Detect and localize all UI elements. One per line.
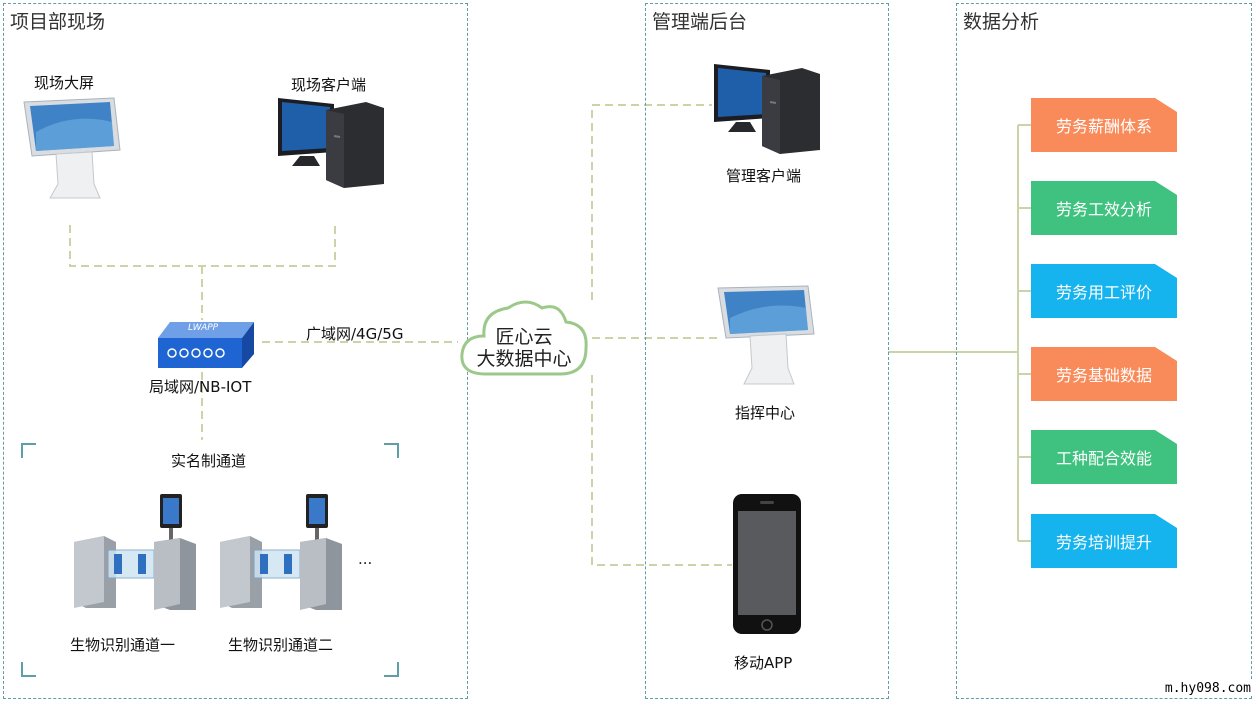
wan-label: 广域网/4G/5G xyxy=(306,325,404,343)
analysis-item-label: 工种配合效能 xyxy=(1055,449,1152,468)
channel-title: 实名制通道 xyxy=(171,452,247,470)
analysis-item-basic-data: 劳务基础数据 xyxy=(1031,347,1177,401)
analysis-item-training: 劳务培训提升 xyxy=(1031,514,1177,568)
router-brand-text: LWAPP xyxy=(188,323,219,333)
analysis-item-trade-coordination: 工种配合效能 xyxy=(1031,430,1177,484)
mobile-phone-icon xyxy=(733,494,801,634)
management-client-pc-icon xyxy=(714,64,820,154)
management-client-label: 管理客户端 xyxy=(726,167,802,185)
analysis-item-evaluation: 劳务用工评价 xyxy=(1031,264,1177,318)
watermark: m.hy098.com xyxy=(1162,681,1253,696)
lan-label: 局域网/NB-IOT xyxy=(149,378,252,396)
gate-2-icon xyxy=(220,494,342,610)
analysis-item-salary: 劳务薪酬体系 xyxy=(1031,98,1177,152)
gate-2-label: 生物识别通道二 xyxy=(228,636,334,654)
cloud-line2: 大数据中心 xyxy=(476,348,572,370)
analysis-item-label: 劳务工效分析 xyxy=(1055,200,1152,219)
site-client-label: 现场客户端 xyxy=(291,76,367,94)
screen-label: 现场大屏 xyxy=(34,74,95,92)
channel-corner-bl xyxy=(21,662,36,677)
analysis-item-label: 劳务用工评价 xyxy=(1055,283,1152,302)
analysis-item-label: 劳务基础数据 xyxy=(1055,366,1152,385)
gate-1-label: 生物识别通道一 xyxy=(70,636,176,654)
backend-panel xyxy=(645,3,889,699)
cloud-icon xyxy=(460,300,588,376)
site-panel-title: 项目部现场 xyxy=(10,11,106,33)
command-center-kiosk-icon xyxy=(717,285,815,385)
line-cloud-app xyxy=(591,375,732,566)
analysis-item-label: 劳务薪酬体系 xyxy=(1055,117,1152,136)
analysis-panel xyxy=(956,3,1252,699)
analysis-item-label: 劳务培训提升 xyxy=(1055,533,1152,552)
more-gates-ellipsis: ... xyxy=(358,550,373,568)
line-cloud-backend xyxy=(591,104,712,300)
backend-panel-title: 管理端后台 xyxy=(652,11,748,33)
cloud-line1: 匠心云 xyxy=(495,326,553,348)
channel-corner-br xyxy=(384,662,399,677)
kiosk-screen-icon xyxy=(23,97,121,199)
analysis-item-efficiency: 劳务工效分析 xyxy=(1031,181,1177,235)
gate-1-icon xyxy=(74,494,196,610)
mobile-app-label: 移动APP xyxy=(734,654,793,672)
site-client-pc-icon xyxy=(278,98,384,188)
channel-corner-tr xyxy=(384,443,399,458)
command-center-label: 指挥中心 xyxy=(735,404,796,422)
analysis-panel-title: 数据分析 xyxy=(963,11,1040,33)
channel-corner-tl xyxy=(21,443,36,458)
router-icon xyxy=(158,322,254,368)
